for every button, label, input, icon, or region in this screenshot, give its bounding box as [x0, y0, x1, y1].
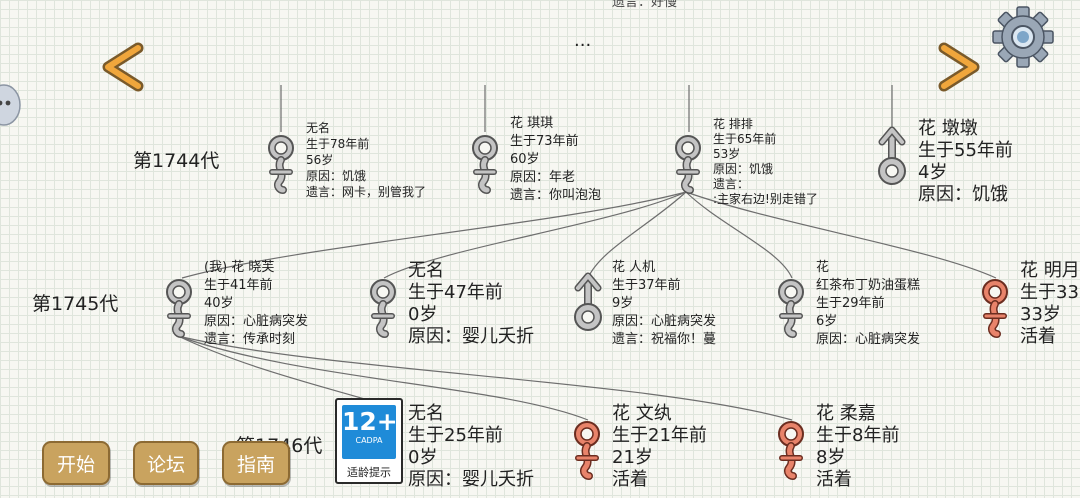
member-cause: 原因：年老	[510, 170, 576, 185]
member-name: 花 人机	[612, 260, 656, 275]
member-birth: 生于78年前	[306, 137, 370, 151]
age-rating-mark: 12+ CADPA	[342, 405, 398, 459]
age-rating-org: CADPA	[355, 436, 383, 445]
member-cause: 原因：婴儿夭折	[408, 469, 534, 490]
member-name: 无名	[408, 260, 444, 281]
member-age: 9岁	[612, 296, 634, 311]
female-symbol-icon[interactable]	[162, 276, 196, 338]
member-age: 40岁	[204, 296, 234, 311]
member-last-words: 遗言：祝福你！蔓	[612, 332, 717, 347]
male-symbol-icon[interactable]	[872, 126, 912, 188]
member-name: 花 柔嘉	[816, 403, 876, 424]
member-birth: 生于73年前	[510, 134, 579, 149]
member-last-words-cont: :主家右边!别走错了	[713, 192, 818, 206]
member-age: 4岁	[918, 162, 948, 183]
member-name: 花	[816, 260, 830, 275]
member-age: 56岁	[306, 153, 334, 167]
member-last-words: 遗言：网卡，别管我了	[306, 185, 427, 199]
member-cause: 原因：心脏病突发	[612, 314, 717, 329]
member-age: 21岁	[612, 447, 653, 468]
member-status: 活着	[1020, 326, 1056, 347]
member-birth: 生于37年前	[612, 278, 681, 293]
forum-button[interactable]: 论坛	[133, 441, 199, 485]
age-rating-caption: 适龄提示	[347, 466, 391, 479]
member-status: 活着	[816, 469, 852, 490]
next-arrow-icon[interactable]	[936, 42, 982, 92]
top-fragment-text: 遗言：好慢	[612, 0, 678, 10]
female-symbol-icon[interactable]	[366, 276, 400, 338]
generation-label-1744: 第1744代	[133, 150, 220, 172]
member-name: 无名	[306, 121, 331, 135]
member-birth: 生于33	[1020, 282, 1079, 303]
member-age: 53岁	[713, 147, 741, 161]
female-symbol-icon[interactable]	[774, 276, 808, 338]
settings-gear-icon[interactable]	[992, 6, 1054, 68]
age-rating-badge: 12+ CADPA 适龄提示	[335, 398, 403, 484]
member-name: 花 明月	[1020, 260, 1080, 281]
member-birth: 生于29年前	[816, 296, 885, 311]
female-symbol-icon[interactable]	[468, 132, 502, 194]
male-symbol-icon[interactable]	[568, 272, 608, 334]
member-age: 6岁	[816, 314, 838, 329]
female-symbol-alive-icon[interactable]	[570, 418, 604, 480]
member-name: 无名	[408, 403, 444, 424]
member-cause: 原因：饥饿	[306, 169, 367, 183]
member-age: 0岁	[408, 304, 438, 325]
member-status: 活着	[612, 469, 648, 490]
member-cause: 原因：饥饿	[713, 162, 774, 176]
member-given-name: 红茶布丁奶油蛋糕	[816, 278, 921, 293]
previous-arrow-icon[interactable]	[100, 42, 146, 92]
member-name: 花 文纨	[612, 403, 672, 424]
floating-assistant-icon[interactable]	[0, 82, 26, 128]
member-cause: 原因：婴儿夭折	[408, 326, 534, 347]
member-age: 8岁	[816, 447, 846, 468]
member-last-words: 遗言：传承时刻	[204, 332, 296, 347]
member-name: 花 墩墩	[918, 118, 978, 139]
more-ancestors-ellipsis[interactable]: ...	[574, 30, 592, 51]
member-age: 33岁	[1020, 304, 1061, 325]
member-cause: 原因：心脏病突发	[204, 314, 309, 329]
member-birth: 生于25年前	[408, 425, 503, 446]
start-button[interactable]: 开始	[42, 441, 110, 485]
female-symbol-icon[interactable]	[264, 132, 298, 194]
female-symbol-alive-icon[interactable]	[978, 276, 1012, 338]
member-cause: 原因：心脏病突发	[816, 332, 921, 347]
member-birth: 生于8年前	[816, 425, 900, 446]
member-birth: 生于55年前	[918, 140, 1013, 161]
female-symbol-alive-icon[interactable]	[774, 418, 808, 480]
member-last-words: 遗言：你叫泡泡	[510, 188, 602, 203]
member-last-words: 遗言：	[713, 177, 750, 191]
member-cause: 原因：饥饿	[918, 184, 1008, 205]
member-name: (我) 花 晓芙	[204, 260, 275, 275]
member-birth: 生于21年前	[612, 425, 707, 446]
member-age: 0岁	[408, 447, 438, 468]
guide-button[interactable]: 指南	[222, 441, 290, 485]
member-name: 花 排排	[713, 117, 753, 131]
member-name: 花 琪琪	[510, 116, 554, 131]
member-birth: 生于65年前	[713, 132, 777, 146]
member-age: 60岁	[510, 152, 540, 167]
member-birth: 生于47年前	[408, 282, 503, 303]
member-birth: 生于41年前	[204, 278, 273, 293]
age-rating-number: 12+	[342, 407, 398, 436]
generation-label-1745: 第1745代	[32, 293, 119, 315]
female-symbol-icon[interactable]	[671, 132, 705, 194]
